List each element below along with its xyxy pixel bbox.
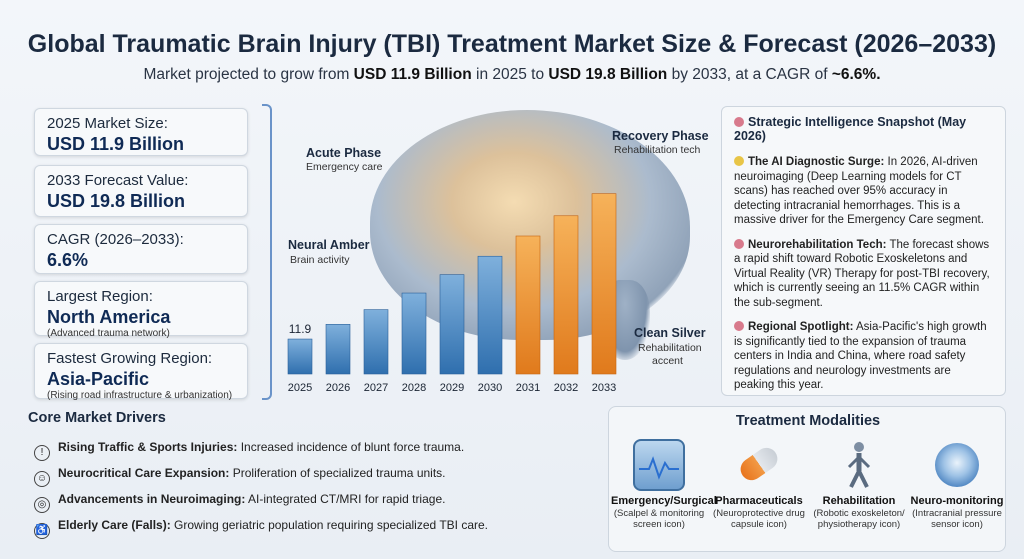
bar-2031: [515, 235, 541, 375]
x-tick-label: 2031: [516, 382, 540, 394]
brain-icon: [734, 238, 744, 249]
snapshot-title: Strategic Intelligence Snapshot (May 202…: [734, 115, 967, 143]
stat-label: 2025 Market Size:: [47, 115, 168, 132]
stat-value: Asia-Pacific: [47, 369, 150, 389]
stat-label: Fastest Growing Region:: [47, 350, 213, 367]
modalities-title: Treatment Modalities: [735, 413, 881, 429]
snapshot-item-regional: Regional Spotlight: Asia-Pacific's high …: [734, 321, 987, 391]
chart-area: Acute Phase Emergency care Recovery Phas…: [270, 100, 710, 400]
x-tick-label: 2025: [288, 382, 312, 394]
stat-value: North America: [47, 307, 171, 327]
stat-card-2025-size: 2025 Market Size: USD 11.9 Billion: [34, 108, 248, 156]
x-tick-label: 2028: [402, 382, 426, 394]
stat-card-fastest-region: Fastest Growing Region: Asia-Pacific (Ri…: [34, 343, 248, 401]
bar-2033: [591, 193, 617, 375]
x-tick-label: 2033: [592, 382, 616, 394]
data-label: 11.9: [289, 322, 312, 336]
bar-2025: [287, 338, 313, 375]
x-tick-label: 2029: [440, 382, 464, 394]
snapshot-item-ai: The AI Diagnostic Surge: In 2026, AI-dri…: [734, 156, 984, 226]
x-tick-label: 2030: [478, 382, 502, 394]
head-icon: ☺: [34, 471, 50, 487]
modality-neuro-monitoring: Neuro-monitoring (Intracranial pressure …: [909, 439, 1005, 530]
scan-icon: ◎: [34, 497, 50, 513]
stat-note: (Advanced trauma network): [47, 328, 170, 339]
treatment-modalities-panel: Treatment Modalities Emergency/Surgical …: [608, 406, 1006, 552]
stat-label: 2033 Forecast Value:: [47, 172, 189, 189]
neural-amber-label: Neural Amber: [288, 238, 370, 252]
strategic-snapshot-panel: Strategic Intelligence Snapshot (May 202…: [721, 106, 1006, 396]
elderly-icon: ♿: [34, 523, 50, 539]
stat-card-cagr: CAGR (2026–2033): 6.6%: [34, 224, 248, 274]
monitoring-screen-icon: [633, 439, 685, 491]
stat-card-2033-forecast: 2033 Forecast Value: USD 19.8 Billion: [34, 165, 248, 217]
recovery-phase-label: Recovery Phase: [612, 129, 709, 143]
bar-chart: 2025 11.9 2026 2027 2028 2029 2030 2031 2032 2033: [287, 193, 617, 394]
lightbulb-icon: [734, 156, 744, 166]
modality-pharmaceuticals: Pharmaceuticals (Neuroprotective drug ca…: [711, 439, 807, 530]
brain-icon: [734, 117, 744, 127]
pressure-sensor-icon: [931, 439, 983, 491]
acute-phase-label: Acute Phase: [306, 146, 382, 160]
snapshot-item-neurorehab: Neurorehabilitation Tech: The forecast s…: [734, 238, 990, 309]
bracket-divider: [262, 104, 272, 400]
brain-icon: [734, 321, 744, 331]
core-market-drivers: Core Market Drivers !Rising Traffic & Sp…: [28, 410, 598, 550]
driver-row: !Rising Traffic & Sports Injuries: Incre…: [34, 440, 464, 461]
clean-silver-sub1: Rehabilitation: [638, 342, 702, 354]
clean-silver-label: Clean Silver: [634, 326, 706, 340]
stat-value: USD 11.9 Billion: [47, 134, 185, 154]
stat-value: USD 19.8 Billion: [47, 191, 186, 211]
bar-2030: [477, 255, 503, 375]
stat-card-largest-region: Largest Region: North America (Advanced …: [34, 281, 248, 339]
modality-emergency: Emergency/Surgical (Scalpel & monitoring…: [611, 439, 717, 530]
x-tick-label: 2032: [554, 382, 578, 394]
bar-2027: [363, 309, 389, 375]
page-subtitle: Market projected to grow from USD 11.9 B…: [143, 66, 881, 83]
bar-2028: [401, 292, 427, 375]
driver-row: ♿Elderly Care (Falls): Growing geriatric…: [34, 518, 488, 539]
bar-2029: [439, 274, 465, 375]
bar-2026: [325, 324, 351, 375]
drivers-title: Core Market Drivers: [28, 410, 166, 426]
x-tick-label: 2026: [326, 382, 350, 394]
modality-rehabilitation: Rehabilitation (Robotic exoskeleton/ phy…: [811, 439, 907, 530]
stat-value: 6.6%: [47, 250, 89, 270]
page-title: Global Traumatic Brain Injury (TBI) Trea…: [27, 30, 997, 58]
clean-silver-sub2: accent: [652, 355, 683, 367]
capsule-icon: [733, 439, 785, 491]
stat-label: Largest Region:: [47, 288, 153, 305]
warning-icon: !: [34, 445, 50, 461]
driver-row: ◎Advancements in Neuroimaging: AI-integr…: [34, 492, 445, 513]
stat-note: (Rising road infrastructure & urbanizati…: [47, 390, 233, 401]
x-tick-label: 2027: [364, 382, 388, 394]
acute-phase-sub: Emergency care: [306, 161, 383, 173]
exoskeleton-icon: [833, 439, 885, 491]
neural-amber-sub: Brain activity: [290, 254, 350, 266]
driver-row: ☺Neurocritical Care Expansion: Prolifera…: [34, 466, 446, 487]
recovery-phase-sub: Rehabilitation tech: [614, 144, 701, 156]
stat-label: CAGR (2026–2033):: [47, 231, 184, 248]
bar-2032: [553, 215, 579, 375]
